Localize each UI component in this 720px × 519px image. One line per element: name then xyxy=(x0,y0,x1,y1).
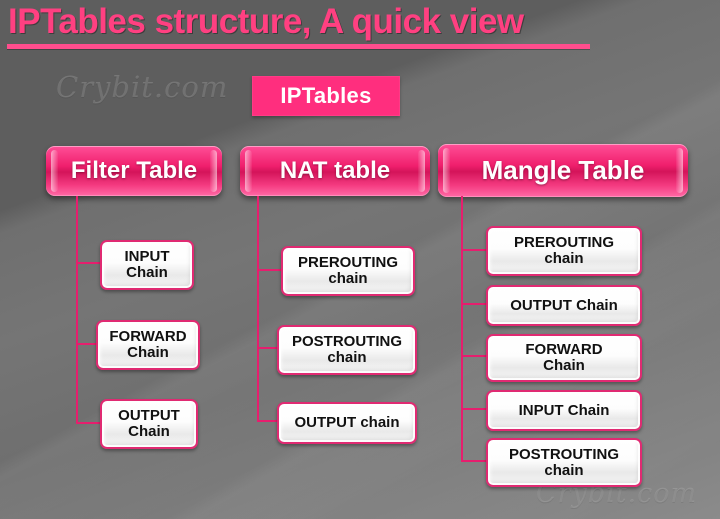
connector-branch-filter-1 xyxy=(76,262,102,264)
connector-trunk-nat xyxy=(257,196,259,421)
table-header-mangle[interactable]: Mangle Table xyxy=(438,144,688,197)
chain-box-nat-prerouting[interactable]: PREROUTING chain xyxy=(281,246,415,296)
chain-label-line1: POSTROUTING xyxy=(508,445,619,463)
table-header-filter[interactable]: Filter Table xyxy=(46,146,222,196)
table-header-nat[interactable]: NAT table xyxy=(240,146,430,196)
connector-trunk-mangle xyxy=(461,196,463,461)
chain-box-mangle-forward[interactable]: FORWARD Chain xyxy=(486,334,642,382)
table-header-nat-label: NAT table xyxy=(279,157,391,184)
chain-box-nat-output[interactable]: OUTPUT chain xyxy=(277,402,417,444)
connector-branch-mangle-1 xyxy=(461,249,487,251)
title-underline xyxy=(7,44,590,49)
chain-label-line1: OUTPUT chain xyxy=(294,414,400,432)
chain-label-line1: INPUT Chain xyxy=(518,401,610,419)
connector-branch-nat-1 xyxy=(257,269,282,271)
iptables-root-box: IPTables xyxy=(252,76,400,116)
connector-branch-mangle-2 xyxy=(461,303,487,305)
chain-box-filter-output[interactable]: OUTPUT Chain xyxy=(100,399,198,449)
chain-label-line1: OUTPUT Chain xyxy=(510,296,618,314)
connector-branch-nat-3 xyxy=(257,420,279,422)
chain-label-line2: chain xyxy=(327,349,367,366)
connector-branch-mangle-5 xyxy=(461,460,487,462)
chain-label-line1: POSTROUTING xyxy=(291,333,402,351)
connector-trunk-filter xyxy=(76,196,78,424)
page-title: IPTables structure, A quick view xyxy=(8,2,524,41)
chain-box-mangle-prerouting[interactable]: PREROUTING chain xyxy=(486,226,642,276)
chain-label-line2: Chain xyxy=(127,344,169,361)
connector-branch-filter-3 xyxy=(76,422,102,424)
chain-box-filter-forward[interactable]: FORWARD Chain xyxy=(96,320,200,370)
chain-box-mangle-postrouting[interactable]: POSTROUTING chain xyxy=(486,438,642,487)
table-header-filter-label: Filter Table xyxy=(70,157,198,184)
connector-branch-filter-2 xyxy=(76,343,102,345)
chain-box-filter-input[interactable]: INPUT Chain xyxy=(100,240,194,290)
chain-label-line2: Chain xyxy=(128,423,170,440)
chain-box-mangle-output[interactable]: OUTPUT Chain xyxy=(486,285,642,326)
connector-branch-mangle-3 xyxy=(461,355,487,357)
connector-branch-mangle-4 xyxy=(461,408,487,410)
table-header-mangle-label: Mangle Table xyxy=(481,155,645,185)
chain-label-line2: Chain xyxy=(543,357,585,374)
chain-label-line2: chain xyxy=(544,461,584,479)
chain-label-line1: FORWARD xyxy=(109,328,187,346)
chain-label-line1: FORWARD xyxy=(525,341,603,359)
chain-label-line2: chain xyxy=(328,270,368,287)
chain-label-line1: PREROUTING xyxy=(513,234,614,252)
chain-label-line2: chain xyxy=(544,250,584,267)
watermark-top: Crybit.com xyxy=(56,70,229,104)
chain-label-line2: Chain xyxy=(126,264,168,281)
chain-label-line1: INPUT xyxy=(124,248,170,266)
chain-box-mangle-input[interactable]: INPUT Chain xyxy=(486,390,642,431)
connector-branch-nat-2 xyxy=(257,347,279,349)
chain-box-nat-postrouting[interactable]: POSTROUTING chain xyxy=(277,325,417,375)
chain-label-line1: OUTPUT xyxy=(118,407,180,425)
chain-label-line1: PREROUTING xyxy=(297,254,398,272)
